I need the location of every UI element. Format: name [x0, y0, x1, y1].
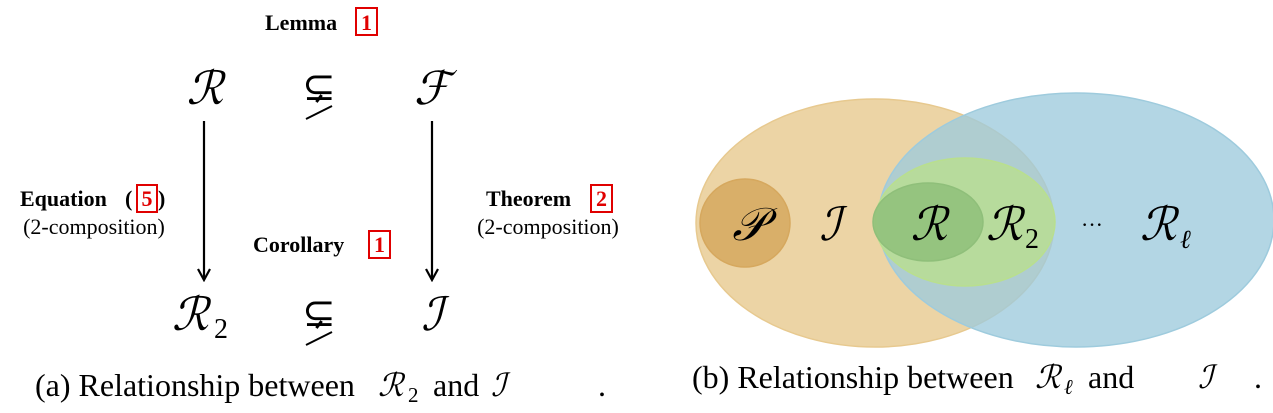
label-r2-base: ℛ: [986, 197, 1026, 251]
theorem-ref-box: [590, 184, 613, 213]
label-rl-sub: ℓ: [1180, 225, 1191, 254]
theorem-note: (2-composition): [477, 214, 619, 239]
theorem-annotation: Theorem 2 (2-composition): [477, 184, 619, 239]
panel-b: 𝒫 ℐ ℛ ℛ 2 ··· ℛ ℓ (b) Relationship betwe…: [692, 92, 1273, 399]
label-rl-base: ℛ: [1140, 197, 1180, 251]
subset-neq-symbol-top: ⊊: [302, 64, 336, 109]
equation-ref: 5: [142, 186, 153, 211]
equation-close-paren: ): [158, 186, 165, 211]
lemma-ref-box: [355, 7, 378, 36]
corollary-ref: 1: [374, 232, 385, 257]
lemma-ref: 1: [361, 10, 372, 35]
label-dots: ···: [1081, 212, 1103, 237]
caption-a-end: .: [598, 367, 606, 403]
subset-neq-top: ⊊: [302, 64, 336, 109]
caption-a: (a) Relationship between ℛ 2 and ℐ .: [35, 366, 606, 407]
neq-slash-top: [305, 105, 333, 120]
caption-b-end: .: [1254, 359, 1262, 395]
corollary-ref-box: [368, 230, 391, 259]
equation-note: (2-composition): [23, 214, 165, 239]
caption-b-prefix: (b) Relationship between: [692, 359, 1014, 395]
set-r2-sub: 2: [214, 314, 228, 345]
subset-neq-symbol-bottom: ⊊: [302, 290, 336, 335]
caption-a-and: and: [433, 367, 479, 403]
set-r-top: ℛ: [187, 61, 227, 115]
caption-b-sym1-base: ℛ: [1035, 358, 1063, 396]
equation-annotation: Equation ( 5 ) (2-composition): [20, 184, 165, 239]
set-r2-base: ℛ: [172, 287, 212, 341]
subset-neq-bottom: ⊊: [302, 290, 336, 335]
equation-ref-box: [136, 184, 158, 213]
theorem-label: Theorem: [486, 186, 571, 211]
neq-slash-bottom: [305, 331, 333, 346]
caption-b-sym2: ℐ: [1198, 358, 1218, 396]
set-i-bottom: ℐ: [421, 287, 450, 341]
caption-b-and: and: [1088, 359, 1134, 395]
label-r: ℛ: [911, 197, 951, 251]
set-r2-bottom: ℛ 2: [172, 287, 228, 345]
caption-a-sym1-sub: 2: [408, 383, 419, 407]
lemma-annotation: Lemma 1: [265, 7, 378, 36]
caption-a-sym1-base: ℛ: [378, 366, 406, 404]
theorem-ref: 2: [596, 186, 607, 211]
set-p-ellipse: [699, 178, 791, 268]
set-f-top: ℱ: [414, 61, 458, 115]
lemma-label: Lemma: [265, 10, 337, 35]
label-r2: ℛ 2: [986, 197, 1039, 255]
caption-a-sym2: ℐ: [491, 366, 511, 404]
set-r-ellipse: [872, 182, 984, 262]
caption-a-prefix: (a) Relationship between: [35, 367, 355, 403]
equation-label: Equation: [20, 186, 107, 211]
caption-b: (b) Relationship between ℛ ℓ and ℐ .: [692, 358, 1262, 399]
corollary-annotation: Corollary 1: [253, 230, 391, 259]
label-r2-sub: 2: [1025, 224, 1039, 255]
panel-a: Lemma 1 ℛ ⊊ ℱ Equation ( 5 ) (2-composit…: [20, 7, 619, 407]
caption-b-sym1-sub: ℓ: [1064, 375, 1073, 399]
equation-open-paren: (: [125, 186, 132, 211]
venn-diagram: [695, 92, 1273, 348]
label-rl: ℛ ℓ: [1140, 197, 1191, 254]
corollary-label: Corollary: [253, 232, 344, 257]
